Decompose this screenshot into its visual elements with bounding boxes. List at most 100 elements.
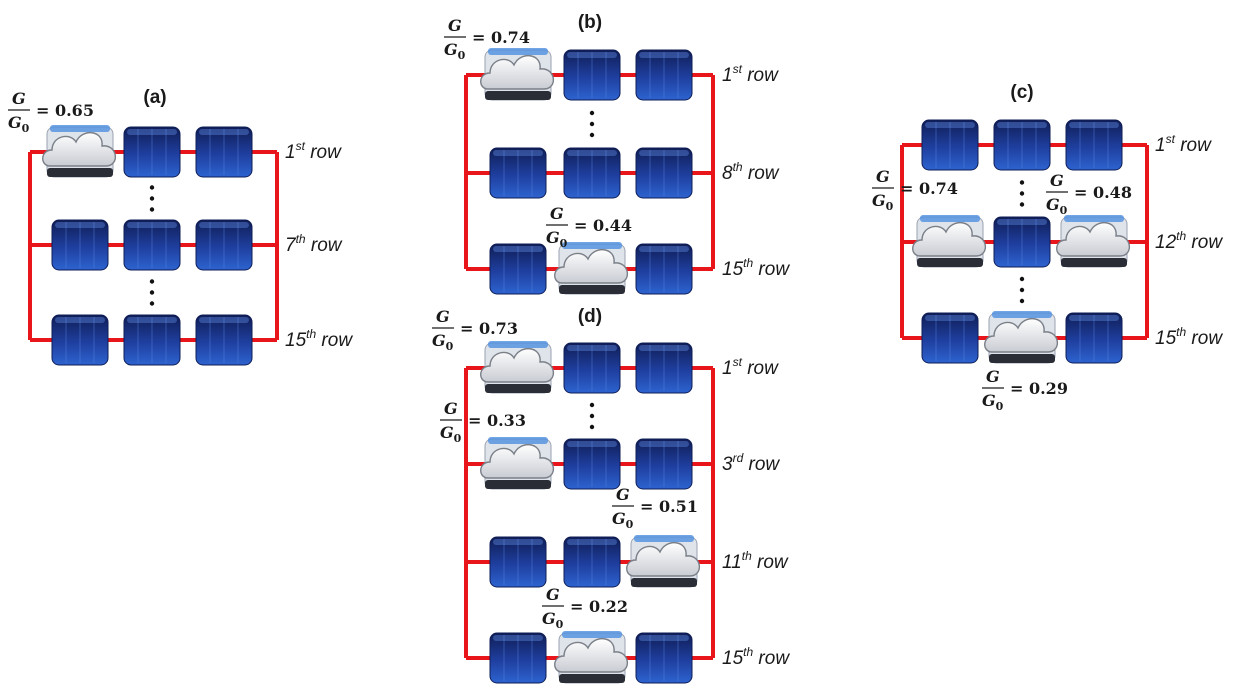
panel-highlight — [639, 52, 689, 58]
row-label-word: row — [316, 330, 353, 351]
continuation-dot — [589, 110, 595, 116]
cloud-shape — [984, 318, 1058, 353]
string-row: 15th row — [902, 311, 1223, 364]
shaded-panel-top — [488, 341, 548, 348]
continuation-dot — [1019, 276, 1025, 282]
irradiance-denominator: G0 — [872, 191, 894, 213]
shaded-module-cloud-icon — [554, 631, 628, 684]
irradiance-denominator: G0 — [546, 228, 568, 250]
solar-panel-icon — [635, 632, 693, 684]
continuation-dot — [589, 121, 595, 127]
irradiance-numerator: G — [12, 89, 26, 108]
cloud-shape — [480, 55, 554, 90]
shaded-panel-top — [50, 125, 110, 132]
string-row: 8th row — [466, 147, 780, 199]
solar-panel-icon — [993, 216, 1051, 268]
irradiance-ratio: = 0.65 — [36, 101, 94, 120]
solar-panel-icon — [1065, 312, 1123, 364]
irradiance-annotation: GG0= 0.73 — [432, 307, 518, 353]
string-row: 1st row — [466, 48, 779, 101]
panel-highlight — [199, 317, 249, 323]
row-label-number: 3 — [722, 454, 733, 475]
string-row: 11th row — [466, 535, 789, 588]
shaded-panel-top — [920, 215, 980, 222]
solar-panel-icon — [51, 219, 109, 271]
row-label-number: 1 — [722, 358, 733, 379]
string-row: 15th row — [30, 314, 353, 366]
row-label-suffix: th — [1176, 325, 1186, 339]
solar-panel-icon — [489, 632, 547, 684]
panel-highlight — [567, 539, 617, 545]
row-label-suffix: th — [306, 327, 316, 341]
irradiance-denominator: G0 — [8, 113, 30, 135]
continuation-dot — [1019, 202, 1025, 207]
row-label-number: 11 — [722, 552, 742, 573]
shaded-panel-base — [485, 480, 551, 489]
solar-panel-icon — [123, 126, 181, 178]
row-label-word: row — [742, 65, 779, 86]
row-label-number: 15 — [1155, 328, 1177, 349]
shaded-panel-base — [559, 674, 625, 683]
irradiance-denominator: G0 — [542, 609, 564, 631]
panel-highlight — [567, 345, 617, 351]
irradiance-ratio: = 0.74 — [472, 28, 530, 47]
row-label-word: row — [1186, 232, 1223, 253]
shaded-panel-top — [634, 535, 694, 542]
irradiance-denominator-sub: 0 — [556, 618, 564, 631]
diagram-title: (a) — [143, 87, 166, 108]
row-label-word: row — [753, 648, 790, 669]
irradiance-denominator-sub: 0 — [886, 200, 894, 213]
diagram-title: (b) — [578, 12, 602, 33]
shaded-panel-base — [485, 91, 551, 100]
panel-highlight — [1069, 315, 1119, 321]
shaded-module-cloud-icon — [1056, 215, 1130, 268]
cloud-shape — [554, 249, 628, 284]
irradiance-denominator-sub: 0 — [996, 400, 1004, 413]
cloud-shape — [1056, 222, 1130, 257]
shaded-module-cloud-icon — [626, 535, 700, 588]
row-label-suffix: rd — [733, 451, 744, 465]
shaded-panel-top — [1064, 215, 1124, 222]
row-label-word: row — [743, 454, 780, 475]
solar-panel-icon — [489, 243, 547, 295]
irradiance-denominator-sub: 0 — [22, 122, 30, 135]
continuation-dot — [1019, 287, 1025, 293]
diagram-title: (d) — [578, 306, 602, 327]
shaded-module-cloud-icon — [480, 437, 554, 490]
shaded-module-cloud-icon — [554, 242, 628, 295]
panel-highlight — [997, 122, 1047, 128]
row-label-word: row — [306, 235, 343, 256]
row-label-suffix: th — [1176, 229, 1186, 243]
panel-highlight — [567, 150, 617, 156]
solar-panel-icon — [563, 438, 621, 490]
solar-panel-icon — [635, 342, 693, 394]
solar-panel-icon — [921, 119, 979, 171]
row-label-number: 15 — [722, 259, 744, 280]
diagram-title: (c) — [1010, 82, 1033, 103]
continuation-dot — [149, 279, 155, 284]
row-label-suffix: th — [742, 549, 752, 563]
irradiance-denominator: G0 — [982, 391, 1004, 413]
row-label: 15th row — [722, 256, 790, 280]
solar-panel-icon — [123, 314, 181, 366]
shaded-panel-base — [917, 258, 983, 267]
row-label: 7th row — [285, 232, 343, 256]
shaded-panel-top — [488, 48, 548, 55]
panel-highlight — [639, 345, 689, 351]
solar-panel-icon — [635, 147, 693, 199]
shaded-panel-base — [485, 384, 551, 393]
shaded-module-cloud-icon — [480, 341, 554, 394]
row-label-suffix: th — [743, 645, 753, 659]
solar-panel-icon — [489, 147, 547, 199]
row-label-number: 15 — [722, 648, 744, 669]
string-row: 15th row — [466, 631, 790, 684]
irradiance-denominator-sub: 0 — [446, 340, 454, 353]
solar-panel-icon — [563, 536, 621, 588]
irradiance-numerator: G — [436, 307, 450, 326]
continuation-dot — [1019, 180, 1025, 185]
irradiance-ratio: = 0.73 — [460, 319, 518, 338]
row-label: 15th row — [285, 327, 353, 351]
